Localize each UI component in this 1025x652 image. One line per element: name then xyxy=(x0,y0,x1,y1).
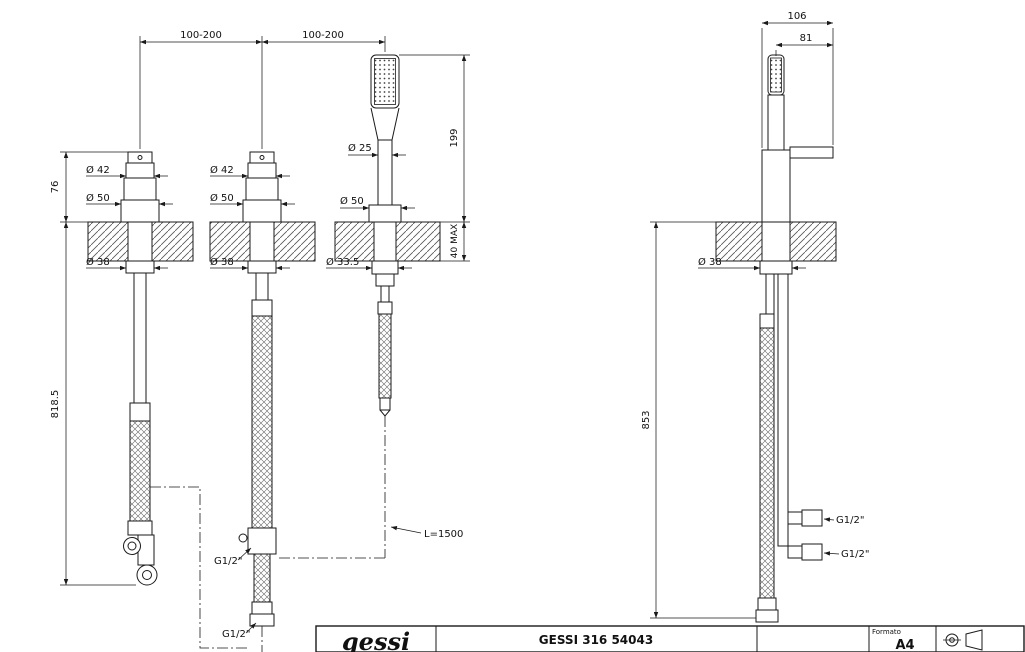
mixer-elbow-upper xyxy=(787,511,803,525)
mixer-spray-face xyxy=(770,57,782,93)
faucet-middle-lower-hose xyxy=(253,553,271,603)
projection-symbol-icon xyxy=(943,629,983,651)
faucet-left-valve-body xyxy=(137,534,155,566)
handshower-dimensions: Ø 25 Ø 50 Ø 33.5 199 40 MAX L=1500 xyxy=(326,54,470,540)
faucet-middle-body xyxy=(245,177,279,201)
title-block: gessi GESSI 316 54043 Formato A4 xyxy=(315,625,1025,652)
handshower-handle xyxy=(377,139,393,206)
handshower-hose-centerline xyxy=(276,416,386,559)
faucet-middle-handle xyxy=(247,162,277,179)
dim-faucet-spacing: 100-200 100-200 xyxy=(139,30,386,149)
faucet-middle-connector xyxy=(251,299,273,317)
dim-spacing-right-label: 100-200 xyxy=(302,30,344,41)
conn-g12-bottom-label: G1/2" xyxy=(222,629,250,640)
mixer-end-fitting xyxy=(757,597,777,611)
faucet-left-view xyxy=(87,151,248,649)
faucet-left-dimensions: Ø 42 Ø 50 Ø 38 76 818.5 xyxy=(50,151,173,586)
faucet-middle-shank xyxy=(249,221,275,262)
faucet-left-pipe xyxy=(133,272,147,404)
mixer-shank xyxy=(761,221,791,262)
mixer-locknut xyxy=(759,260,793,275)
faucet-left-shank xyxy=(127,221,153,262)
dim-hose-length-label: L=1500 xyxy=(424,529,463,540)
handshower-spray-face xyxy=(374,58,396,105)
dim-d25-label: Ø 25 xyxy=(348,142,372,154)
dim-106-label: 106 xyxy=(787,11,806,22)
faucet-left-cap-dot xyxy=(137,155,143,160)
dim-81-label: 81 xyxy=(800,33,813,44)
conn-g12-lower-label: G1/2" xyxy=(841,549,869,560)
mixer-braided-hose xyxy=(759,327,775,599)
dim-d42-mid-label: Ø 42 xyxy=(210,164,234,176)
title-block-frame xyxy=(315,625,1025,652)
faucet-left-fitting xyxy=(127,520,153,536)
dim-853-label: 853 xyxy=(641,410,652,429)
faucet-middle-view xyxy=(209,151,316,652)
faucet-left-base xyxy=(120,199,160,223)
dim-d50-hs-label: Ø 50 xyxy=(340,195,364,207)
mixer-elbow-lower xyxy=(787,545,803,559)
faucet-middle-locknut xyxy=(247,260,277,274)
conn-g12-mid-label: G1/2" xyxy=(214,556,242,567)
dim-818-label: 818.5 xyxy=(50,390,61,419)
handshower-escutcheon xyxy=(368,204,402,223)
dim-40max-label: 40 MAX xyxy=(450,224,460,258)
brand-logo: gessi xyxy=(342,627,410,652)
mixer-end-nut xyxy=(755,609,779,623)
faucet-middle-end-nut xyxy=(249,613,275,627)
faucet-left-valve-knob-lower xyxy=(136,564,158,586)
faucet-middle-base xyxy=(242,199,282,223)
mixer-hex-lower xyxy=(801,543,823,561)
handshower-shank xyxy=(373,221,397,262)
faucet-left-locknut xyxy=(125,260,155,274)
faucet-middle-cap xyxy=(249,151,275,164)
conn-g12-upper-label: G1/2" xyxy=(836,515,864,526)
dim-d38-left-label: Ø 38 xyxy=(86,256,110,268)
faucet-left-cap xyxy=(127,151,153,164)
faucet-left-braided-hose xyxy=(129,420,151,522)
handshower-nut2 xyxy=(375,273,395,287)
mixer-body xyxy=(761,149,791,223)
format-value: A4 xyxy=(895,638,914,652)
mixer-pipe-right xyxy=(777,273,789,547)
dim-d42-left-label: Ø 42 xyxy=(86,164,110,176)
dim-spacing-left-label: 100-200 xyxy=(180,30,222,41)
faucet-middle-valve-handle xyxy=(238,533,248,543)
mixer-side-dimensions: 106 81 Ø 38 853 G1/2" G1/2" xyxy=(641,11,869,619)
faucet-middle-end-fitting xyxy=(251,601,273,615)
faucet-left-body xyxy=(123,177,157,201)
faucet-middle-pipe xyxy=(255,272,269,301)
mixer-hex-upper xyxy=(801,509,823,527)
faucet-middle-dimensions: Ø 42 Ø 50 Ø 38 G1/2" G1/2" xyxy=(210,164,295,640)
handshower-hose-end xyxy=(379,397,391,411)
handshower-hose-stub xyxy=(380,285,390,303)
handshower-taper xyxy=(370,107,400,141)
faucet-middle-tee-valve xyxy=(247,527,277,555)
handshower-view xyxy=(276,54,441,559)
routing-centerline-left xyxy=(150,486,248,649)
dim-d335-label: Ø 33.5 xyxy=(326,256,359,268)
mixer-pipe-left xyxy=(765,273,775,315)
handshower-hose-connector xyxy=(377,301,393,315)
handshower-locknut xyxy=(371,260,399,275)
dim-199-label: 199 xyxy=(449,128,460,147)
faucet-left-valve-knob-upper xyxy=(123,537,141,555)
dim-76-label: 76 xyxy=(50,181,61,194)
faucet-middle-braided-hose xyxy=(251,315,273,529)
mixer-handle-column xyxy=(767,94,785,151)
mixer-connector xyxy=(759,313,775,329)
faucet-left-connector xyxy=(129,402,151,422)
dim-d38-mixer-label: Ø 38 xyxy=(698,256,722,268)
dim-d38-mid-label: Ø 38 xyxy=(210,256,234,268)
dim-d50-left-label: Ø 50 xyxy=(86,192,110,204)
mixer-lever xyxy=(789,146,834,159)
faucet-left-handle xyxy=(125,162,155,179)
drawing-code: GESSI 316 54043 xyxy=(539,633,653,647)
mixer-side-view xyxy=(715,54,837,623)
handshower-braided-hose xyxy=(378,313,392,399)
dim-d50-mid-label: Ø 50 xyxy=(210,192,234,204)
format-label: Formato xyxy=(872,628,901,636)
